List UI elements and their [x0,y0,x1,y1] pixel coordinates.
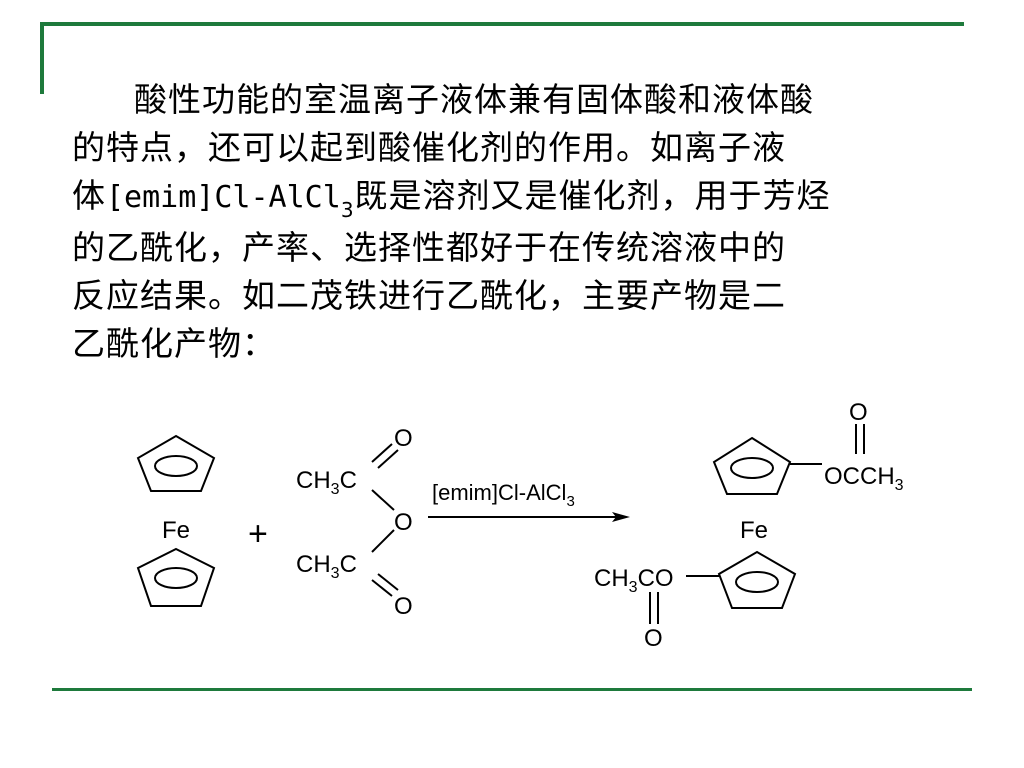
acetic-anhydride [371,443,399,597]
text-line-1: 酸性功能的室温离子液体兼有固体酸和液体酸 [134,80,814,119]
anhydride-bot-co-bond-1 [371,579,393,597]
text-line-2: 的特点，还可以起到酸催化剂的作用。如离子液 [72,128,786,167]
product-o-bottom: O [644,625,663,652]
anhydride-o-bottom: O [394,593,413,620]
text-line-3-pre: 体 [72,176,106,215]
text-line-3-post: 既是溶剂又是催化剂，用于芳烃 [354,176,831,215]
product-cp-ring-bottom [717,550,797,609]
ionic-liquid-formula: [emim]Cl-AlCl [106,180,341,215]
fe-label-right: Fe [740,517,768,544]
product-cp-ring-bottom-aromatic [735,571,779,593]
frame-bottom-line [52,688,972,691]
cp-ring-top [136,434,216,492]
anhydride-bot-co-bond-2 [377,573,399,591]
anhydride-top-c-o-bond [371,489,395,511]
frame-left-line [40,22,44,94]
anhydride-o-top: O [394,425,413,452]
cp-ring-bottom [136,547,216,607]
reaction-arrow-head [612,512,630,522]
text-line-3: 体[emim]Cl-AlCl3既是溶剂又是催化剂，用于芳烃 [72,172,962,224]
anhydride-top-co-bond-1 [371,443,393,463]
anhydride-ch3c-bottom: CH3C [296,551,357,582]
reaction-scheme: Fe + O CH3C O CH3C O [emim]Cl-AlCl3 O OC… [136,399,904,652]
product-o-top: O [849,399,868,426]
text-line-5: 反应结果。如二茂铁进行乙酰化，主要产物是二 [72,276,786,315]
product-cp-ring-top [712,436,792,495]
plus-sign: + [248,515,268,553]
anhydride-ch3c-top: CH3C [296,467,357,498]
anhydride-bot-c-o-bond [371,529,395,553]
cp-ring-top-aromatic [154,455,198,477]
text-line-4: 的乙酰化，产率、选择性都好于在传统溶液中的 [72,228,786,267]
ferrocene-reactant [136,434,216,607]
fe-label-left: Fe [162,517,190,544]
arrow-label: [emim]Cl-AlCl3 [432,480,575,510]
frame-top-line [40,22,964,26]
diacetylferrocene-product [649,424,865,624]
body-paragraph: 酸性功能的室温离子液体兼有固体酸和液体酸 的特点，还可以起到酸催化剂的作用。如离… [72,76,962,368]
product-cp-ring-top-aromatic [730,457,774,479]
product-ch3co: CH3CO [594,565,674,596]
text-line-6: 乙酰化产物： [72,324,276,363]
cp-ring-bottom-aromatic [154,567,198,589]
anhydride-top-co-bond-2 [377,449,399,469]
ionic-liquid-subscript: 3 [340,198,355,222]
anhydride-o-bridge: O [394,509,413,536]
product-occh3: OCCH3 [824,463,904,494]
